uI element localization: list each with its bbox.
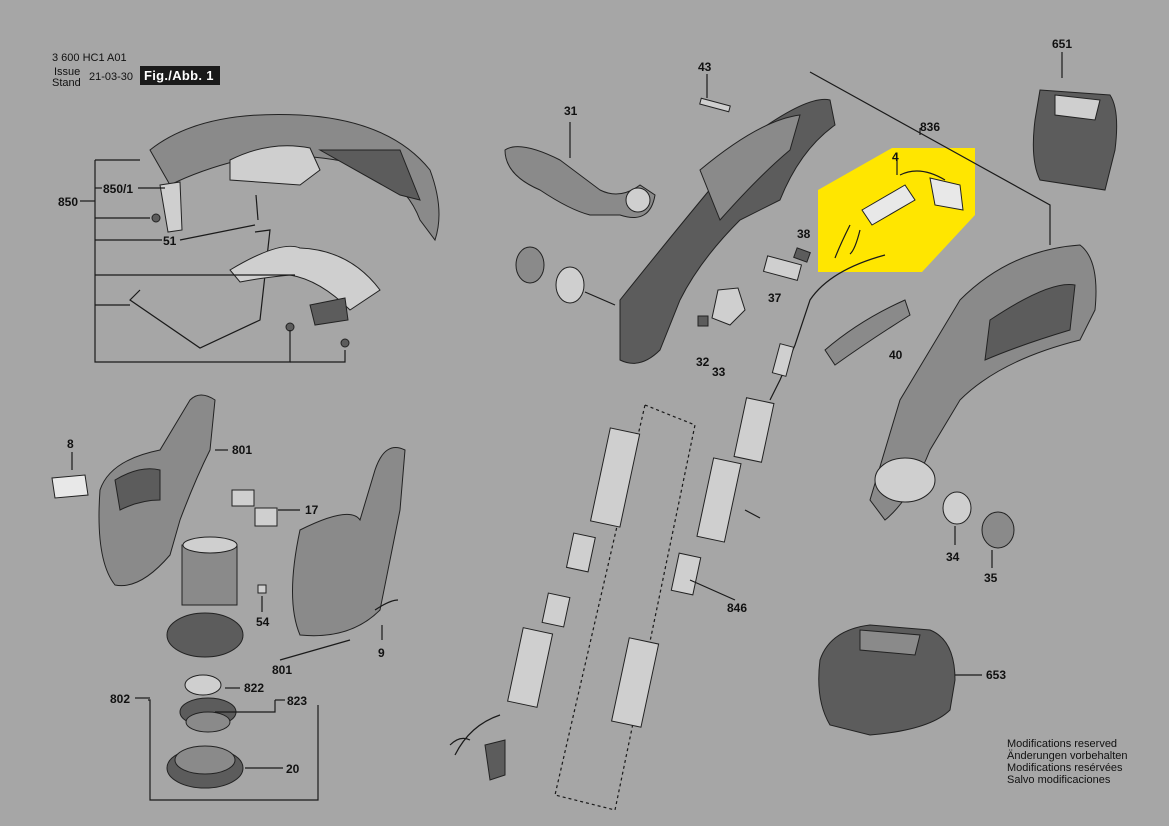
motor-housing-right	[869, 244, 1097, 521]
issue-date: 21-03-30	[89, 71, 134, 83]
label-4: 4	[892, 150, 899, 164]
spool-cap-20	[166, 745, 244, 789]
label-34: 34	[946, 550, 960, 564]
label-846: 846	[727, 601, 747, 615]
doc-number: 3 600 HC1 A01	[52, 52, 127, 64]
leader-836	[809, 71, 1051, 245]
part-37-button	[762, 255, 803, 281]
label-32: 32	[696, 355, 710, 369]
label-20: 20	[286, 762, 300, 776]
cable-harness	[769, 254, 886, 401]
label-sticker-8	[51, 452, 89, 499]
bracket-850-1	[159, 181, 183, 233]
gear-left	[515, 246, 616, 306]
label-54: 54	[256, 615, 270, 629]
shaft-assembly	[507, 397, 775, 811]
label-43: 43	[698, 60, 712, 74]
screw-icons	[151, 194, 350, 348]
label-836: 836	[920, 120, 940, 134]
switch-module-4	[834, 160, 964, 259]
note-modifications-en: Modifications reserved	[1007, 738, 1118, 750]
figure-badge: Fig./Abb. 1	[140, 66, 220, 85]
front-handle-31	[504, 122, 656, 218]
label-802: 802	[110, 692, 130, 706]
guard-top	[149, 113, 440, 242]
spring-822	[184, 674, 222, 696]
label-8: 8	[67, 437, 74, 451]
leader-lines-spool	[135, 687, 319, 801]
label-9: 9	[378, 646, 385, 660]
label-822: 822	[244, 681, 264, 695]
seal-9	[374, 599, 399, 640]
part-54	[257, 584, 267, 612]
note-modifications-fr: Modifications resérvées	[1007, 762, 1123, 774]
charger-653	[818, 624, 982, 736]
issue-label: Issue	[54, 66, 81, 78]
screw-43	[699, 74, 731, 113]
label-38: 38	[797, 227, 811, 241]
label-33: 33	[712, 365, 726, 379]
label-17: 17	[305, 503, 319, 517]
label-40: 40	[889, 348, 903, 362]
handle-housing-left	[619, 98, 836, 364]
part-38-spring	[793, 247, 811, 263]
battery-pack-651	[1032, 52, 1118, 191]
label-37: 37	[768, 291, 782, 305]
label-801-a: 801	[232, 443, 252, 457]
part-33-latch	[697, 287, 746, 327]
note-modifications-es: Salvo modificaciones	[1007, 774, 1111, 786]
guard-frame	[229, 245, 381, 326]
spring-34	[942, 491, 972, 545]
nut-35	[981, 511, 1015, 568]
label-651: 651	[1052, 37, 1072, 51]
label-31: 31	[564, 104, 578, 118]
spool-823	[179, 697, 237, 733]
label-35: 35	[984, 571, 998, 585]
motor-cover-801b	[279, 447, 406, 661]
motor-cover-801	[98, 394, 228, 587]
motor-802	[166, 536, 244, 658]
guard-wire-51	[129, 229, 271, 349]
label-823: 823	[287, 694, 307, 708]
label-850-1: 850/1	[103, 182, 133, 196]
label-653: 653	[986, 668, 1006, 682]
note-modifications-de: Änderungen vorbehalten	[1007, 750, 1128, 762]
part-40-trim	[824, 299, 911, 366]
label-850: 850	[58, 195, 78, 209]
leader-lines-guard	[80, 159, 346, 363]
label-51: 51	[163, 234, 177, 248]
label-801-b: 801	[272, 663, 292, 677]
stand-label: Stand	[52, 77, 81, 89]
brush-17	[231, 489, 300, 527]
shaft-end-connector	[449, 714, 506, 781]
